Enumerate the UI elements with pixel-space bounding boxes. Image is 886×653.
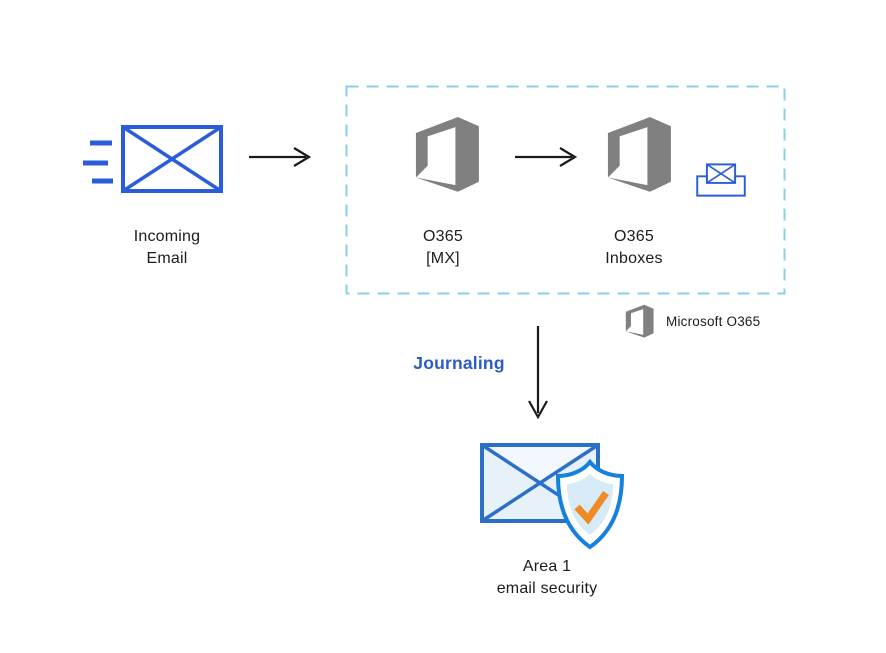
microsoft-o365-legend-label: Microsoft O365 xyxy=(666,314,761,329)
area1-email-security-icon xyxy=(480,443,625,550)
inbox-icon xyxy=(696,163,746,197)
arrow-incoming-to-o365-icon xyxy=(249,147,312,167)
o365-boundary-box xyxy=(345,85,786,295)
area1-label: Area 1 email security xyxy=(496,558,598,597)
o365-mx-label: O365 [MX] xyxy=(423,228,463,267)
arrow-o365-to-inboxes-icon xyxy=(515,147,578,167)
o365-inboxes-label: O365 Inboxes xyxy=(605,228,663,267)
arrow-journaling-down-icon xyxy=(528,326,548,420)
shield-check-icon xyxy=(555,458,625,550)
o365-inboxes-icon xyxy=(597,107,681,201)
o365-mx-icon xyxy=(405,107,489,201)
incoming-email-icon xyxy=(83,125,223,193)
microsoft-o365-legend-icon xyxy=(621,300,658,342)
speed-lines-icon xyxy=(83,140,113,184)
journaling-label: Journaling xyxy=(413,353,505,373)
incoming-email-label: Incoming Email xyxy=(133,228,201,267)
